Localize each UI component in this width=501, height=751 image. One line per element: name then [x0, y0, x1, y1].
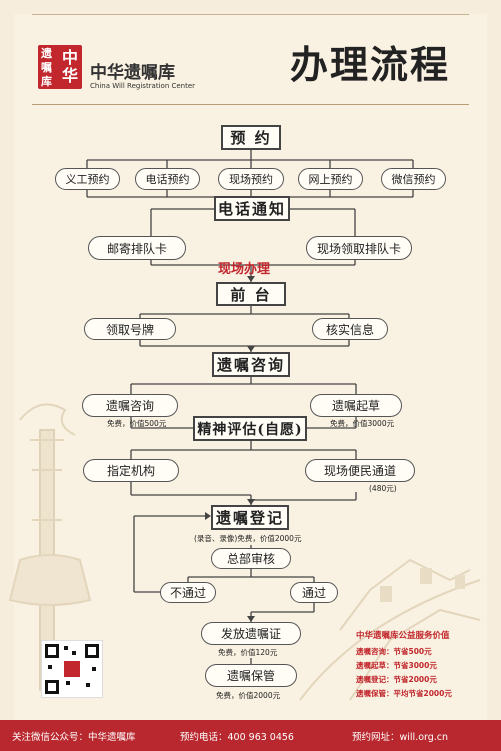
onsite-queue-card: 现场领取排队卡 [306, 236, 412, 260]
issue-certificate: 发放遗嘱证 [201, 622, 301, 645]
channel-wechat: 微信预约 [381, 168, 446, 190]
logo-seal-char: 嘱 [41, 61, 52, 74]
designated-agency: 指定机构 [83, 459, 179, 482]
qr-code-icon [41, 640, 103, 698]
logo-seal-char: 遗 [41, 47, 52, 60]
will-custody: 遗嘱保管 [205, 664, 297, 687]
front-desk-step: 前 台 [216, 282, 286, 306]
onsite-fast-channel-note: (480元) [369, 484, 397, 493]
appointment-step: 预 约 [221, 125, 281, 150]
will-draft-service: 遗嘱起草 [310, 394, 402, 417]
logo-seal-char: 中 [62, 48, 79, 67]
value-panel-list: 遗嘱咨询：节省500元 遗嘱起草：节省3000元 遗嘱登记：节省2000元 遗嘱… [356, 645, 452, 701]
mental-assessment-step: 精神评估(自愿) [193, 416, 307, 441]
will-register-note: (录音、录像)免费，价值2000元 [194, 534, 302, 543]
onsite-label: 现场办理 [218, 262, 271, 277]
review-pass: 通过 [290, 582, 338, 603]
will-consult-service: 遗嘱咨询 [82, 394, 178, 417]
onsite-fast-channel: 现场便民通道 [305, 459, 415, 482]
hq-review: 总部审核 [211, 548, 291, 569]
will-consult-note: 免费，价值500元 [107, 419, 167, 428]
will-register-step: 遗嘱登记 [211, 505, 289, 530]
value-item: 遗嘱登记：节省2000元 [356, 675, 437, 684]
will-consult-step: 遗嘱咨询 [212, 352, 290, 377]
header-divider [32, 104, 469, 105]
mail-queue-card: 邮寄排队卡 [88, 236, 186, 260]
take-number: 领取号牌 [84, 318, 176, 340]
channel-volunteer: 义工预约 [55, 168, 120, 190]
footer-bar: 关注微信公众号：中华遗嘱库 预约电话：400 963 0456 预约网址：wil… [0, 720, 501, 751]
org-name-en: China Will Registration Center [90, 82, 196, 90]
logo-seal: 遗 嘱 中 华 库 [38, 45, 82, 89]
value-item: 遗嘱起草：节省3000元 [356, 661, 437, 670]
logo-seal-char: 库 [41, 75, 52, 88]
verify-info: 核实信息 [312, 318, 388, 340]
channel-phone: 电话预约 [135, 168, 200, 190]
logo-seal-char: 华 [62, 66, 79, 85]
footer-phone: 预约电话：400 963 0456 [180, 732, 294, 743]
issue-certificate-note: 免费，价值120元 [218, 648, 278, 657]
footer-wechat: 关注微信公众号：中华遗嘱库 [12, 732, 136, 743]
channel-onsite: 现场预约 [218, 168, 284, 190]
top-rule [32, 14, 469, 15]
will-custody-note: 免费，价值2000元 [216, 691, 281, 700]
value-panel-title: 中华遗嘱库公益服务价值 [356, 631, 450, 641]
review-fail: 不通过 [160, 582, 216, 603]
channel-online: 网上预约 [298, 168, 363, 190]
footer-website: 预约网址：will.org.cn [352, 732, 449, 743]
page-title: 办理流程 [290, 42, 451, 87]
phone-notice-step: 电话通知 [214, 196, 290, 221]
org-name: 中华遗嘱库 [90, 63, 175, 83]
will-draft-note: 免费，价值3000元 [330, 419, 395, 428]
value-item: 遗嘱保管：平均节省2000元 [356, 689, 452, 698]
value-item: 遗嘱咨询：节省500元 [356, 647, 432, 656]
